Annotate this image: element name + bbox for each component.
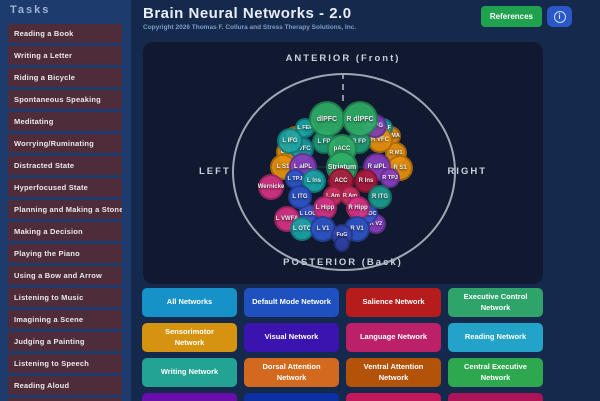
task-using-a-bow-and-arrow[interactable]: Using a Bow and Arrow [8,266,122,285]
anterior-label: ANTERIOR (Front) [285,53,401,64]
brain-diagram-panel: ANTERIOR (Front) POSTERIOR (Back) LEFT R… [143,42,543,284]
region-r-itg[interactable]: R ITG [368,185,392,209]
region-r-dlpfc[interactable]: R dlPFC [342,101,378,137]
left-label: LEFT [199,166,231,177]
network-button-partial-1[interactable] [142,393,237,401]
network-button-dorsal-attention-network[interactable]: Dorsal Attention Network [244,358,339,387]
network-button-language-network[interactable]: Language Network [346,323,441,352]
task-listening-to-speech[interactable]: Listening to Speech [8,354,122,373]
task-judging-a-painting[interactable]: Judging a Painting [8,332,122,351]
region-l-itg[interactable]: L ITG [288,185,312,209]
region-dlpfc[interactable]: dlPFC [309,101,345,137]
network-button-partial-2[interactable] [244,393,339,401]
network-button-salience-network[interactable]: Salience Network [346,288,441,317]
task-startle-response[interactable]: Startle Response [8,398,122,401]
task-hyperfocused-state[interactable]: Hyperfocused State [8,178,122,197]
network-button-default-mode-network[interactable]: Default Mode Network [244,288,339,317]
task-writing-a-letter[interactable]: Writing a Letter [8,46,122,65]
midline-dashed-line [342,73,344,101]
task-imagining-a-scene[interactable]: Imagining a Scene [8,310,122,329]
task-worrying-ruminating[interactable]: Worrying/Ruminating [8,134,122,153]
network-button-partial-3[interactable] [346,393,441,401]
right-label: RIGHT [447,166,487,177]
region-r-v1[interactable]: R V1 [344,216,370,242]
region-l-ifg[interactable]: L IFG [277,128,303,154]
task-riding-a-bicycle[interactable]: Riding a Bicycle [8,68,122,87]
info-button[interactable]: i [547,6,572,27]
network-button-sensorimotor-network[interactable]: Sensorimotor Network [142,323,237,352]
network-button-writing-network[interactable]: Writing Network [142,358,237,387]
task-listening-to-music[interactable]: Listening to Music [8,288,122,307]
task-meditating[interactable]: Meditating [8,112,122,131]
network-button-visual-network[interactable]: Visual Network [244,323,339,352]
region-wernicke[interactable]: Wernicke [258,174,284,200]
task-spontaneous-speaking[interactable]: Spontaneous Speaking [8,90,122,109]
task-reading-a-book[interactable]: Reading a Book [8,24,122,43]
tasks-title: Tasks [10,4,51,16]
network-button-partial-4[interactable] [448,393,543,401]
region-unlabeled[interactable] [334,236,350,252]
head-outline [232,73,456,271]
task-playing-the-piano[interactable]: Playing the Piano [8,244,122,263]
task-distracted-state[interactable]: Distracted State [8,156,122,175]
region-l-ins[interactable]: L Ins [302,169,326,193]
network-button-executive-control-network[interactable]: Executive Control Network [448,288,543,317]
copyright-text: Copyright 2026 Thomas F. Collura and Str… [143,24,357,31]
network-button-all-networks[interactable]: All Networks [142,288,237,317]
page-title: Brain Neural Networks - 2.0 [143,5,352,22]
task-reading-aloud[interactable]: Reading Aloud [8,376,122,395]
network-button-reading-network[interactable]: Reading Network [448,323,543,352]
references-button[interactable]: References [480,6,542,27]
info-icon: i [553,10,566,23]
region-r-tpj[interactable]: R TPJ [380,168,400,188]
network-button-ventral-attention-network[interactable]: Ventral Attention Network [346,358,441,387]
task-making-a-decision[interactable]: Making a Decision [8,222,122,241]
task-planning-and-making-a-stone-tool[interactable]: Planning and Making a Stone Tool [8,200,122,219]
network-button-central-executive-network[interactable]: Central Executive Network [448,358,543,387]
